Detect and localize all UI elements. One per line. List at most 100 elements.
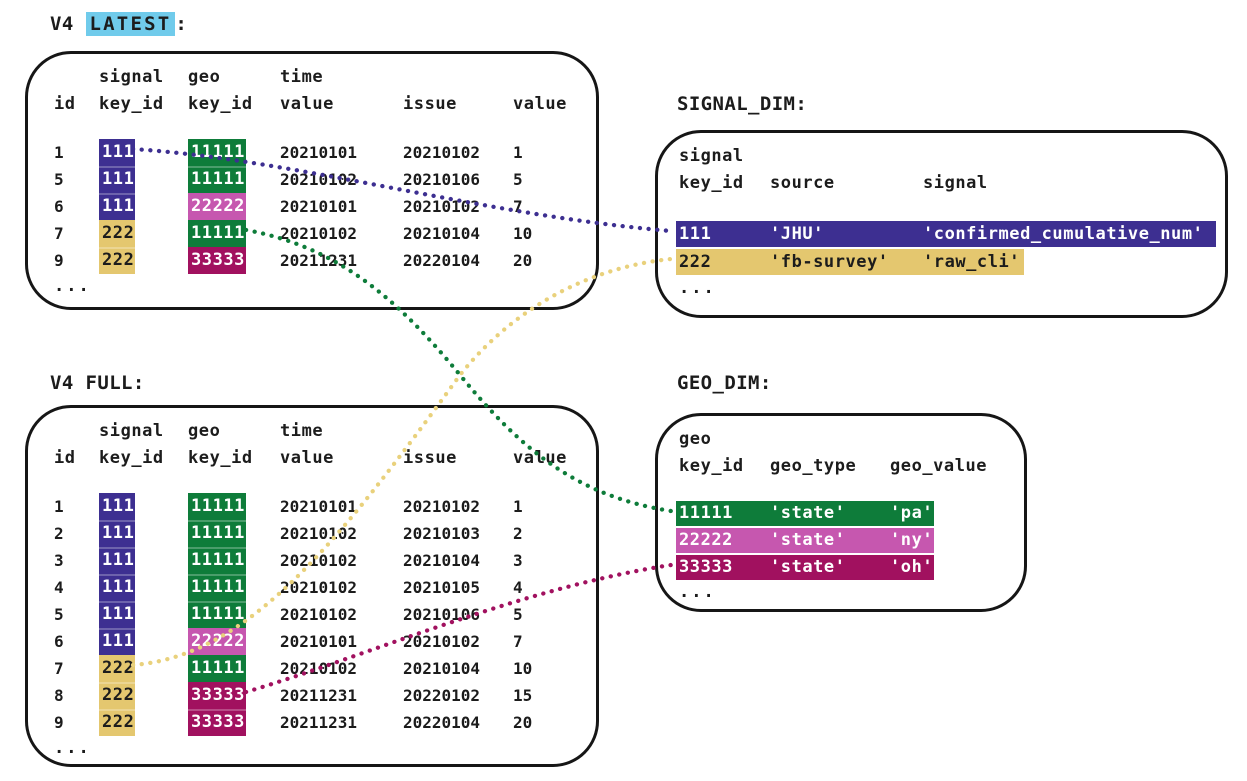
col-header-id: id (54, 448, 76, 468)
time-value-cell: 20210102 (280, 605, 358, 624)
value-cell: 7 (513, 197, 523, 216)
col-header-signal-key: key_id (99, 94, 164, 114)
key-cell: 222 (679, 252, 712, 272)
time-value-cell: 20211231 (280, 713, 358, 732)
table-row: 111'JHU''confirmed_cumulative_num' (658, 221, 1225, 247)
value-cell: 10 (513, 224, 533, 243)
signal-key-cell: 111 (99, 574, 135, 601)
geo-dim-table: geo key_id geo_type geo_value 11111'stat… (655, 413, 1027, 612)
time-value-cell: 20211231 (280, 686, 358, 705)
geo-key-cell: 11111 (188, 547, 246, 574)
geo-key-cell: 11111 (188, 574, 246, 601)
value-cell: 5 (513, 170, 523, 189)
v4-latest-title-colon: : (175, 13, 188, 35)
signal-key-cell: 222 (99, 220, 135, 247)
value-cell: 2 (513, 524, 523, 543)
row-id: 5 (54, 170, 64, 189)
geo-key-cell: 11111 (188, 166, 246, 193)
issue-cell: 20210106 (403, 605, 481, 624)
col-header-geo-top: geo (188, 67, 221, 87)
issue-cell: 20220104 (403, 251, 481, 270)
value-cell: 20 (513, 713, 533, 732)
signal-key-cell: 111 (99, 166, 135, 193)
time-value-cell: 20210102 (280, 551, 358, 570)
geo-dim-title: GEO_DIM: (677, 372, 772, 394)
v4-latest-table: signal geo time id key_id key_id value i… (25, 51, 599, 310)
issue-cell: 20210102 (403, 143, 481, 162)
key-cell: 33333 (679, 557, 733, 577)
geo-key-cell: 33333 (188, 682, 246, 709)
col-header-source: source (770, 173, 835, 193)
row-highlight (676, 555, 934, 580)
value-cell: 5 (513, 605, 523, 624)
value-cell: 3 (513, 551, 523, 570)
issue-cell: 20210104 (403, 224, 481, 243)
v4-latest-ellipsis: ... (54, 276, 91, 296)
value-cell: 20 (513, 251, 533, 270)
issue-cell: 20210104 (403, 551, 481, 570)
col2-cell: 'fb-survey' (770, 252, 889, 272)
row-id: 6 (54, 632, 64, 651)
col-header-signal: signal (923, 173, 988, 193)
latest-highlight: LATEST (85, 12, 176, 36)
table-row: 22222 'state' 'ny' (658, 528, 1024, 553)
geo-key-cell: 33333 (188, 247, 246, 274)
geo-key-cell: 11111 (188, 220, 246, 247)
signal-key-cell: 222 (99, 682, 135, 709)
row-id: 1 (54, 497, 64, 516)
row-id: 9 (54, 713, 64, 732)
col3-cell: 'confirmed_cumulative_num' (923, 224, 1204, 244)
time-value-cell: 20210102 (280, 170, 358, 189)
signal-key-cell: 222 (99, 709, 135, 736)
col-header-key-id: key_id (679, 456, 744, 476)
col3-cell: 'ny' (890, 530, 934, 550)
row-id: 4 (54, 578, 64, 597)
row-id: 8 (54, 686, 64, 705)
geo-key-cell: 11111 (188, 601, 246, 628)
v4-full-table: signal geo time id key_id key_id value i… (25, 405, 599, 767)
time-value-cell: 20210101 (280, 197, 358, 216)
row-id: 6 (54, 197, 64, 216)
signal-key-cell: 111 (99, 628, 135, 655)
key-cell: 22222 (679, 530, 733, 550)
col-header-geo-key: key_id (188, 94, 253, 114)
row-highlight (676, 528, 934, 553)
col2-cell: 'state' (770, 530, 846, 550)
row-id: 9 (54, 251, 64, 270)
geo-key-cell: 11111 (188, 520, 246, 547)
col-header-signal-top: signal (99, 67, 164, 87)
signal-dim-rows: 111'JHU''confirmed_cumulative_num' 222 'fb… (658, 133, 1225, 315)
time-value-cell: 20210101 (280, 632, 358, 651)
col2-cell: 'state' (770, 557, 846, 577)
v4-latest-title-prefix: V4 (50, 13, 86, 35)
row-id: 7 (54, 224, 64, 243)
key-cell: 11111 (679, 503, 733, 523)
col-header-id: id (54, 94, 76, 114)
col-header-issue: issue (403, 94, 457, 114)
v4-full-ellipsis: ... (54, 738, 91, 758)
signal-dim-table: signal key_id source signal 111'JHU''con… (655, 130, 1228, 318)
col-header-value: value (513, 94, 567, 114)
geo-dim-ellipsis: ... (679, 582, 716, 602)
geo-dim-rows: 11111'state''pa'22222'state''ny'33333'st… (658, 416, 1024, 609)
geo-key-cell: 22222 (188, 628, 246, 655)
col-header-key-id: key_id (679, 173, 744, 193)
value-cell: 7 (513, 632, 523, 651)
issue-cell: 20210104 (403, 659, 481, 678)
row-id: 1 (54, 143, 64, 162)
issue-cell: 20210105 (403, 578, 481, 597)
row-id: 2 (54, 524, 64, 543)
